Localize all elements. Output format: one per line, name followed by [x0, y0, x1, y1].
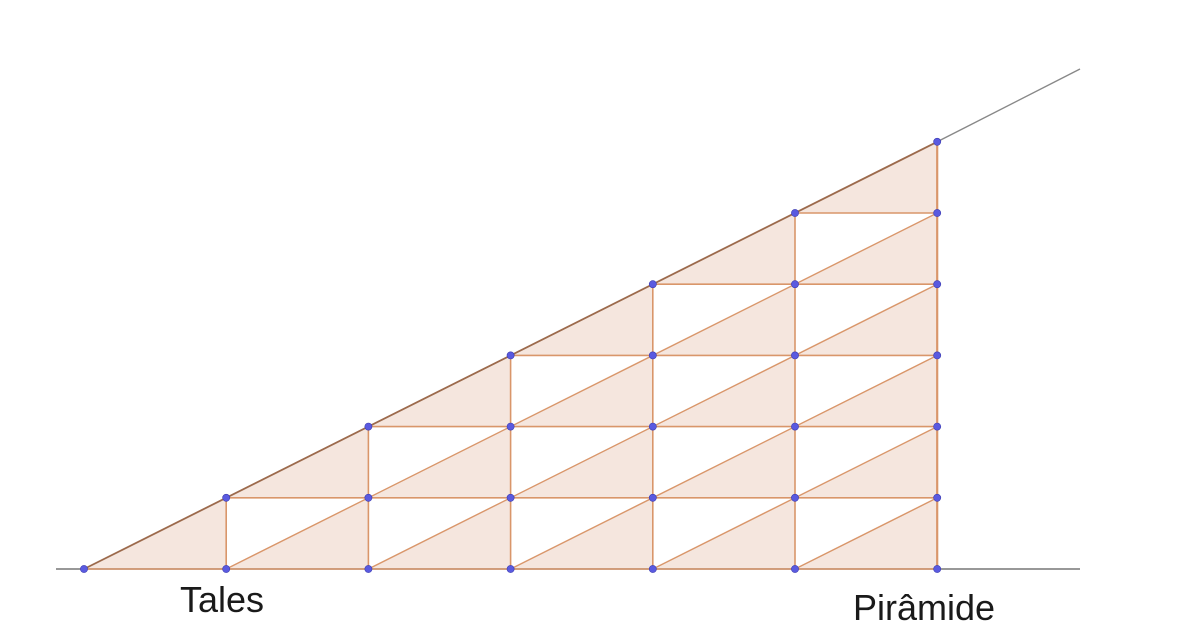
grid-point [791, 493, 799, 502]
grid-point [933, 209, 942, 217]
grid-point [933, 422, 942, 431]
tales-label: Tales [180, 579, 265, 620]
grid-point [648, 280, 657, 289]
grid-point [791, 565, 799, 573]
grid-point [791, 280, 799, 289]
grid-point [933, 351, 942, 360]
grid-point [222, 565, 231, 573]
grid-point [791, 351, 799, 360]
grid-point [222, 493, 231, 502]
grid-point [933, 280, 942, 289]
grid-point [791, 422, 799, 431]
grid-point [648, 351, 657, 360]
piramide-label: Pirâmide [853, 587, 996, 628]
diagonal-line [794, 497, 938, 570]
grid-point [933, 565, 942, 573]
grid-point [506, 422, 515, 431]
grid-point [648, 565, 657, 573]
grid-point [506, 565, 515, 573]
grid-point [364, 422, 373, 431]
diagonal-line [225, 212, 938, 570]
grid-point [506, 351, 515, 360]
diagonal-line [510, 354, 938, 570]
grid-point [506, 493, 515, 502]
ray-line [936, 68, 1081, 143]
grid-point [933, 137, 942, 146]
grid-point [364, 493, 373, 502]
grid-point [791, 209, 799, 217]
grid-point [80, 565, 88, 573]
grid-points [80, 137, 942, 573]
grid-point [364, 565, 373, 573]
grid-point [648, 493, 657, 502]
grid-point [933, 493, 942, 502]
grid-point [648, 422, 657, 431]
